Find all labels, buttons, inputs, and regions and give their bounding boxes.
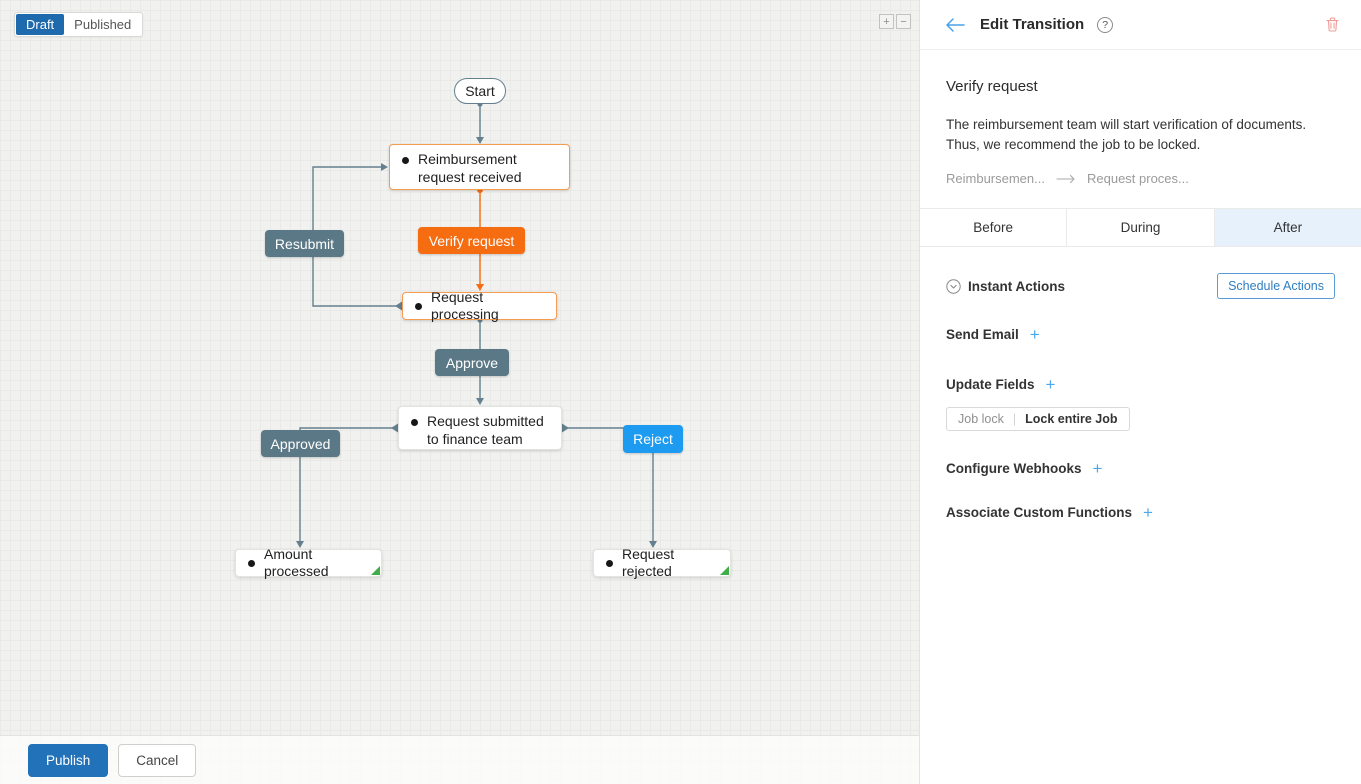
- tab-during[interactable]: During: [1066, 209, 1214, 247]
- state-label: Reimbursement request received: [418, 151, 522, 185]
- start-node-label: Start: [465, 83, 495, 99]
- start-node[interactable]: Start: [454, 78, 506, 104]
- state-label: Request submitted to finance team: [427, 413, 544, 447]
- send-email-label: Send Email: [946, 327, 1019, 343]
- state-label: Request rejected: [622, 545, 675, 580]
- state-request-processing[interactable]: Request processing: [402, 289, 557, 322]
- state-request-submitted-to-finance-team[interactable]: Request submitted to finance team: [398, 406, 562, 450]
- delete-transition-icon[interactable]: [1324, 15, 1341, 34]
- update-field-chip[interactable]: Job lock | Lock entire Job: [946, 407, 1130, 432]
- chip-field-name: Job lock: [958, 412, 1004, 427]
- action-configure-webhooks: Configure Webhooks +: [946, 460, 1335, 477]
- zoom-in-icon[interactable]: +: [879, 14, 894, 29]
- transition-stage-tabs: Before During After: [920, 208, 1361, 248]
- action-update-fields: Update Fields +: [946, 376, 1335, 393]
- transition-name: Verify request: [946, 78, 1038, 95]
- state-reimbursement-request-received[interactable]: Reimbursement request received: [389, 144, 570, 190]
- action-send-email: Send Email +: [946, 326, 1335, 343]
- add-send-email-icon[interactable]: +: [1029, 325, 1040, 345]
- schedule-actions-button[interactable]: Schedule Actions: [1217, 273, 1335, 300]
- transition-resubmit[interactable]: Resubmit: [265, 230, 344, 257]
- tab-after[interactable]: After: [1213, 209, 1361, 247]
- state-dot-icon: [248, 559, 255, 567]
- transition-approved[interactable]: Approved: [261, 430, 340, 457]
- associate-custom-functions-label: Associate Custom Functions: [946, 505, 1133, 521]
- action-associate-custom-functions: Associate Custom Functions +: [946, 504, 1335, 521]
- cancel-button[interactable]: Cancel: [118, 743, 197, 777]
- route-from-state: Reimbursemen...: [946, 171, 1045, 187]
- instant-actions-header[interactable]: Instant Actions: [946, 279, 1065, 294]
- state-label: Amount processed: [264, 545, 329, 580]
- configure-webhooks-label: Configure Webhooks: [946, 461, 1082, 477]
- chip-field-value: Lock entire Job: [1025, 412, 1118, 427]
- add-webhook-icon[interactable]: +: [1092, 459, 1103, 479]
- panel-title: Edit Transition: [980, 16, 1085, 33]
- mode-toggle: Draft Published: [14, 12, 144, 37]
- state-dot-icon: [606, 559, 613, 567]
- zoom-controls: + −: [879, 14, 911, 29]
- state-amount-processed[interactable]: Amount processed: [235, 546, 382, 579]
- chip-separator: |: [1012, 412, 1017, 427]
- add-update-field-icon[interactable]: +: [1045, 375, 1056, 395]
- publish-button[interactable]: Publish: [28, 743, 109, 777]
- route-to-state: Request proces...: [1086, 171, 1189, 187]
- transition-verify-request[interactable]: Verify request: [418, 227, 525, 254]
- state-request-rejected[interactable]: Request rejected: [593, 546, 731, 579]
- published-toggle-button[interactable]: Published: [64, 14, 141, 35]
- update-fields-label: Update Fields: [946, 377, 1035, 393]
- transition-description: The reimbursement team will start verifi…: [946, 117, 1307, 152]
- zoom-out-icon[interactable]: −: [896, 14, 911, 29]
- state-dot-icon: [415, 302, 422, 310]
- state-label: Request processing: [431, 288, 499, 323]
- transition-route: Reimbursemen... Request proces...: [946, 171, 1335, 186]
- instant-actions-label: Instant Actions: [968, 278, 1066, 294]
- actions-section: Instant Actions Schedule Actions Send Em…: [920, 247, 1361, 547]
- tab-before[interactable]: Before: [920, 209, 1067, 247]
- transition-approve[interactable]: Approve: [435, 349, 509, 376]
- state-dot-icon: [402, 157, 409, 164]
- blueprint-canvas[interactable]: Draft Published + −: [0, 0, 919, 784]
- end-state-flag-icon: [371, 566, 380, 575]
- route-arrow-icon: [1056, 174, 1075, 183]
- panel-header: Edit Transition ?: [920, 0, 1361, 50]
- chevron-down-circle-icon: [946, 278, 961, 294]
- draft-toggle-button[interactable]: Draft: [16, 14, 65, 35]
- back-icon[interactable]: [944, 16, 967, 34]
- edit-transition-panel: Edit Transition ? Verify request The rei…: [919, 0, 1361, 784]
- transition-reject[interactable]: Reject: [623, 425, 683, 453]
- help-icon[interactable]: ?: [1097, 16, 1114, 33]
- state-dot-icon: [411, 419, 418, 426]
- canvas-footer: Publish Cancel: [0, 735, 919, 784]
- end-state-flag-icon: [720, 566, 729, 575]
- transition-info: Verify request The reimbursement team wi…: [920, 50, 1361, 208]
- add-custom-function-icon[interactable]: +: [1143, 503, 1153, 523]
